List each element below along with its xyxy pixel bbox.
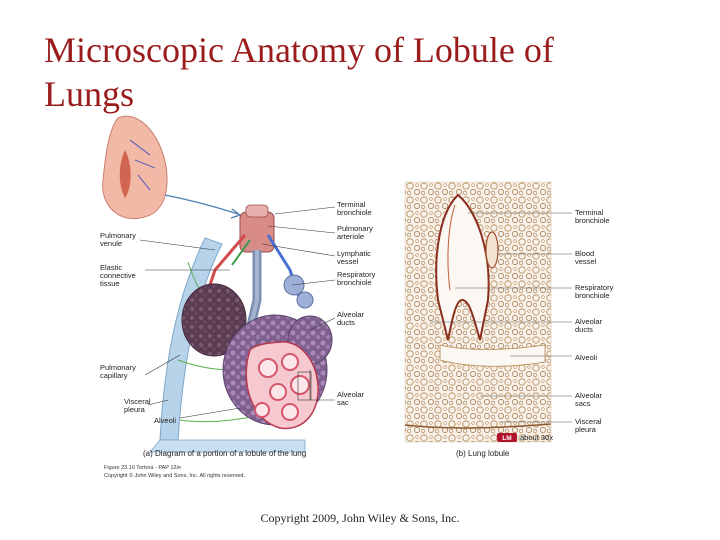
micrograph-blood-vessel [485,231,499,269]
magnification-label: about 30x [520,433,553,442]
diagram-caption: (a) Diagram of a portion of a lobule of … [143,449,306,458]
slide-copyright: Copyright 2009, John Wiley & Sons, Inc. [260,511,460,525]
figure-reference: Figure 23.10 Tortora - PAP 12/e [104,465,181,471]
figure-copyright: Copyright © John Wiley and Sons, Inc. Al… [104,472,245,479]
slide-title: Microscopic Anatomy of Lobule of Lungs [44,28,644,116]
lung-inset-icon [102,115,242,220]
label-micro-alveoli: Alveoli [575,353,597,362]
lm-badge-text: LM [502,435,511,442]
micrograph-caption: (b) Lung lobule [456,449,510,458]
title-line-2: Lungs [44,74,134,114]
label-alveoli: Alveoli [154,416,176,425]
lm-badge [497,433,517,442]
terminal-bronchiole-tube [203,204,302,332]
title-line-1: Microscopic Anatomy of Lobule of [44,30,554,70]
opened-alveolar-sac [245,341,319,430]
dark-alveolar-cluster [181,283,247,357]
